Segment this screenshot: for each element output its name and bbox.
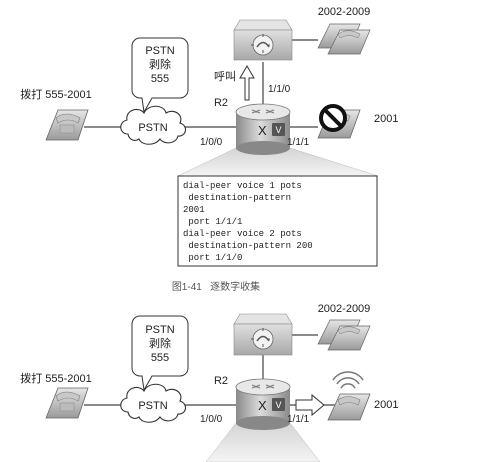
- caller-phone-icon: [45, 109, 89, 141]
- router-x-glyph: X: [258, 398, 267, 413]
- phone-bank-icon: [317, 319, 371, 351]
- router-r2-icon: X V: [235, 103, 291, 155]
- port-label-1-1-1: 1/1/1: [287, 137, 310, 148]
- ext-range-label: 2002-2009: [318, 303, 371, 315]
- ext-single-label: 2001: [374, 399, 398, 411]
- top-diagram: PSTN 剥除 555 PSTN 拨打 555-2001 X V R2: [20, 6, 398, 177]
- callout-line-3: 555: [151, 73, 169, 85]
- dial-label: 拨打 555-2001: [20, 371, 92, 385]
- no-entry-icon: [319, 104, 347, 132]
- callout-bubble: PSTN 剥除 555: [131, 315, 189, 392]
- router-r2-icon: X V: [235, 378, 291, 430]
- ext-range-label: 2002-2009: [318, 6, 371, 18]
- bottom-diagram: PSTN 剥除 555 PSTN 拨打 555-2001 X V R2 1/0/…: [20, 303, 398, 462]
- port-label-1-0-0: 1/0/0: [200, 414, 223, 425]
- config-line: port 1/1/1: [183, 217, 242, 227]
- pstn-cloud-icon: PSTN: [120, 383, 186, 423]
- pstn-cloud-label: PSTN: [138, 400, 167, 412]
- port-label-1-1-1: 1/1/1: [287, 414, 310, 425]
- port-label-1-0-0: 1/0/0: [200, 137, 223, 148]
- router-name: R2: [214, 375, 228, 387]
- router-badge: V: [275, 400, 281, 410]
- config-line: destination-pattern: [183, 193, 291, 203]
- callout-bubble: PSTN 剥除 555: [131, 37, 189, 114]
- router-x-glyph: X: [258, 123, 267, 138]
- config-line: dial-peer voice 2 pots: [183, 229, 302, 239]
- router-badge: V: [275, 125, 281, 135]
- config-box: dial-peer voice 1 pots destination-patte…: [177, 175, 378, 267]
- pbx-icon: [233, 313, 293, 356]
- ringing-icon: [332, 371, 364, 389]
- pstn-cloud-icon: PSTN: [120, 105, 186, 145]
- pstn-cloud-label: PSTN: [138, 122, 167, 134]
- callout-line-2: 剥除: [149, 336, 171, 350]
- ext-single-label: 2001: [374, 113, 398, 125]
- forward-arrow-icon: [295, 393, 325, 417]
- config-line: dial-peer voice 1 pots: [183, 181, 302, 191]
- config-line: port 1/1/0: [183, 253, 242, 263]
- callout-line-3: 555: [151, 352, 169, 364]
- call-label: 呼叫: [214, 70, 236, 83]
- config-line: 2001: [183, 205, 205, 215]
- config-line: destination-pattern 200: [183, 241, 313, 251]
- pbx-icon: [233, 19, 293, 61]
- router-name: R2: [214, 97, 228, 109]
- callout-line-2: 剥除: [149, 57, 171, 71]
- dial-label: 拨打 555-2001: [20, 87, 92, 101]
- figure-caption: 图1-41 逐数字收集: [172, 280, 260, 293]
- phone-bank-icon: [317, 23, 371, 55]
- caller-phone-icon: [45, 387, 89, 419]
- phone-2001-icon: [327, 393, 371, 421]
- port-label-1-1-0: 1/1/0: [268, 84, 291, 95]
- callout-line-1: PSTN: [145, 45, 174, 57]
- call-arrow-icon: [239, 65, 255, 101]
- callout-line-1: PSTN: [145, 324, 174, 336]
